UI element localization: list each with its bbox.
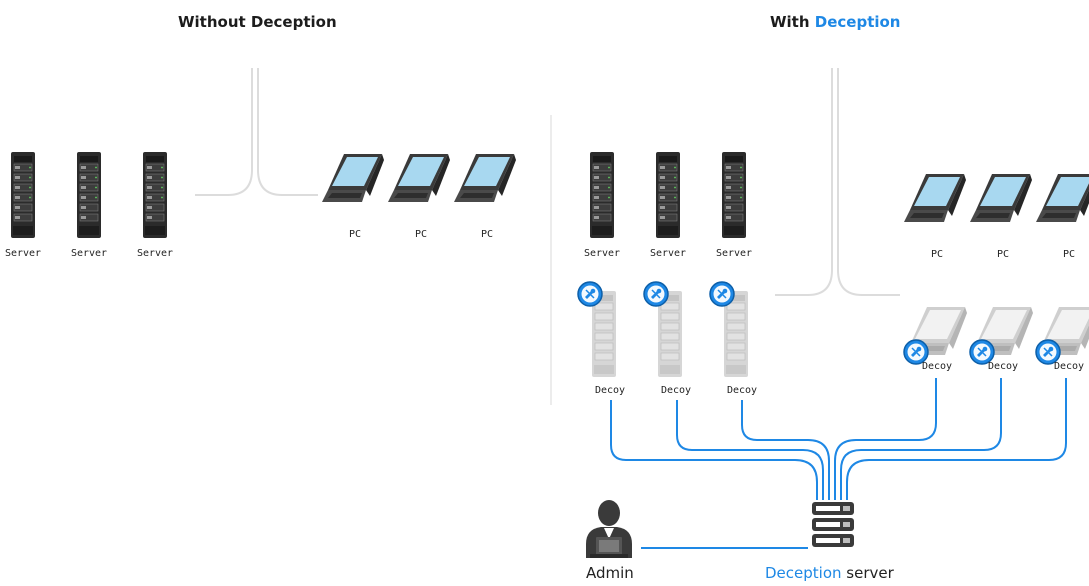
admin-label: Admin <box>586 564 634 582</box>
pc-label: PC <box>930 249 944 260</box>
laptop-icon <box>454 154 516 202</box>
title-with-accent: Deception <box>814 13 901 31</box>
decoy-label: Decoy <box>987 361 1019 372</box>
right-connector <box>775 68 900 296</box>
server-label: Server <box>649 248 687 259</box>
pc-label: PC <box>414 229 428 240</box>
decoy-label: Decoy <box>1053 361 1085 372</box>
server-label: Server <box>583 248 621 259</box>
server-label: Server <box>70 248 108 259</box>
decoy-badge-icon <box>643 281 669 307</box>
title-without-deception-text: Without Deception <box>178 13 337 31</box>
pc-label: PC <box>996 249 1010 260</box>
server-icon <box>589 151 615 239</box>
decoy-label: Decoy <box>726 385 758 396</box>
laptop-icon <box>904 174 966 222</box>
deception-server-accent: Deception <box>765 564 842 582</box>
decoy-label: Decoy <box>921 361 953 372</box>
laptop-icon <box>322 154 384 202</box>
deception-server-icon <box>812 502 854 547</box>
left-connector <box>195 68 318 196</box>
decoy-label: Decoy <box>660 385 692 396</box>
laptop-icon <box>388 154 450 202</box>
laptop-icon <box>1036 174 1089 222</box>
pc-label: PC <box>1062 249 1076 260</box>
server-label: Server <box>136 248 174 259</box>
server-icon <box>10 151 36 239</box>
laptop-icon <box>970 174 1032 222</box>
pc-label: PC <box>480 229 494 240</box>
server-icon <box>142 151 168 239</box>
admin-icon <box>586 500 632 558</box>
deception-cables <box>610 378 1067 549</box>
decoy-badge-icon <box>577 281 603 307</box>
server-icon <box>76 151 102 239</box>
server-icon <box>721 151 747 239</box>
deception-server-label: Deception server <box>765 564 894 582</box>
server-label: Server <box>4 248 42 259</box>
server-label: Server <box>715 248 753 259</box>
title-with-deception: With Deception <box>770 13 901 31</box>
pc-label: PC <box>348 229 362 240</box>
title-without-deception: Without Deception <box>178 13 337 31</box>
decoy-label: Decoy <box>594 385 626 396</box>
title-with-prefix: With <box>770 13 815 31</box>
decoy-badge-icon <box>709 281 735 307</box>
deception-server-suffix: server <box>841 564 894 582</box>
server-icon <box>655 151 681 239</box>
